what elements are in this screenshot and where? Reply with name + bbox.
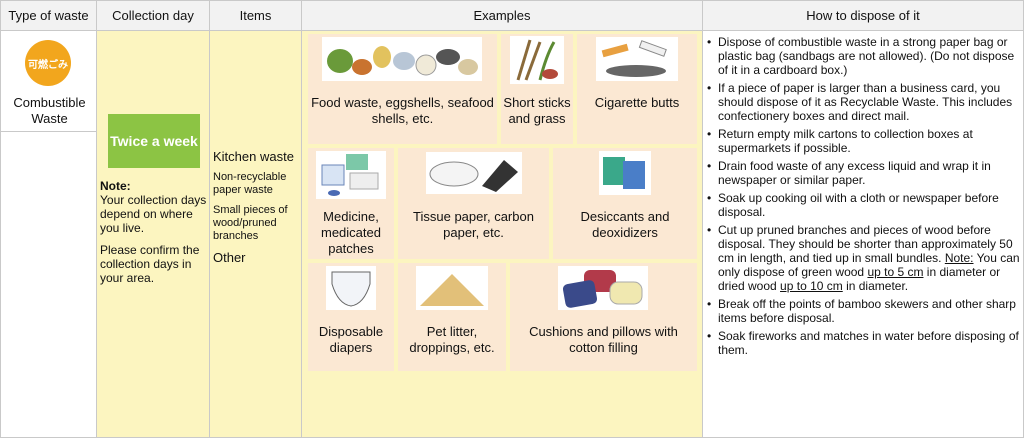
wood-text-a: Cut up pruned branches and pieces of woo… (718, 223, 1013, 265)
collection-day-column: Twice a week Note: Your collection days … (97, 31, 210, 438)
desiccants-icon (599, 151, 651, 195)
desiccants-label: Desiccants and deoxidizers (580, 209, 670, 240)
divider (1, 131, 97, 132)
combustible-badge: 可燃ごみ (25, 40, 71, 86)
cushion-icon (558, 266, 648, 310)
note-line-1: Your collection days depend on where you… (100, 193, 207, 235)
example-cigarette: Cigarette butts (577, 34, 697, 144)
note-line-2: Please confirm the collection days in yo… (100, 243, 200, 285)
wood-limit-green: up to 5 cm (867, 265, 924, 279)
sticks-icon (510, 36, 564, 84)
examples-column: Food waste, eggshells, seafood shells, e… (302, 31, 703, 438)
medicine-icon (316, 151, 386, 199)
waste-type-label: Combustible Waste (13, 95, 86, 126)
wood-text-d: in diameter. (842, 279, 909, 293)
collection-note: Note: Your collection days depend on whe… (100, 179, 208, 293)
example-diapers: Disposable diapers (308, 263, 394, 371)
wood-note: Note: (944, 251, 974, 265)
wood-text-b: You can only dispose of green wood (718, 251, 1020, 279)
sticks-label: Short sticks and grass (503, 95, 571, 126)
disposal-item: Soak up cooking oil with a cloth or news… (707, 191, 1021, 219)
header-type-of-waste: Type of waste (0, 0, 97, 31)
wood-limit-dried: up to 10 cm (780, 279, 843, 293)
type-column: 可燃ごみ Combustible Waste (0, 31, 97, 438)
cigarette-icon (596, 37, 678, 81)
example-tissue: Tissue paper, carbon paper, etc. (398, 148, 549, 259)
disposal-item-wood: Cut up pruned branches and pieces of woo… (707, 223, 1021, 293)
medicine-label: Medicine, medicated patches (321, 209, 381, 256)
header-how-to-dispose: How to dispose of it (703, 0, 1024, 31)
example-pet-litter: Pet litter, droppings, etc. (398, 263, 506, 371)
item-paper-waste: Non-recyclable paper waste (213, 171, 287, 196)
disposal-item: Break off the points of bamboo skewers a… (707, 297, 1021, 325)
how-to-dispose-column: Dispose of combustible waste in a strong… (703, 31, 1024, 438)
disposal-item: Dispose of combustible waste in a strong… (707, 35, 1021, 77)
cushions-label: Cushions and pillows with cotton filling (529, 324, 678, 355)
item-other: Other (213, 250, 246, 265)
disposal-item: Drain food waste of any excess liquid an… (707, 159, 1021, 187)
items-column: Kitchen waste Non-recyclable paper waste… (210, 31, 302, 438)
example-cushions: Cushions and pillows with cotton filling (510, 263, 697, 371)
item-kitchen-waste: Kitchen waste (213, 149, 294, 164)
example-medicine: Medicine, medicated patches (308, 148, 394, 259)
item-wood-branches: Small pieces of wood/pruned branches (213, 204, 288, 242)
frequency-badge: Twice a week (108, 114, 200, 168)
disposal-item: Return empty milk cartons to collection … (707, 127, 1021, 155)
diapers-label: Disposable diapers (318, 324, 384, 355)
example-desiccants: Desiccants and deoxidizers (553, 148, 697, 259)
header-examples: Examples (302, 0, 703, 31)
example-sticks: Short sticks and grass (501, 34, 573, 144)
food-waste-icon (322, 37, 482, 81)
pet-litter-icon (416, 266, 488, 310)
example-food-waste: Food waste, eggshells, seafood shells, e… (308, 34, 497, 144)
header-collection-day: Collection day (97, 0, 210, 31)
tissue-icon (426, 152, 522, 194)
pet-litter-label: Pet litter, droppings, etc. (409, 324, 495, 355)
header-items: Items (210, 0, 302, 31)
wood-text-c: in diameter or dried wood (718, 265, 1001, 293)
diaper-icon (326, 266, 376, 310)
disposal-item: If a piece of paper is larger than a bus… (707, 81, 1021, 123)
tissue-label: Tissue paper, carbon paper, etc. (413, 209, 534, 240)
disposal-list: Dispose of combustible waste in a strong… (707, 31, 1021, 357)
note-heading: Note: (100, 179, 131, 193)
frequency-label: Twice a week (110, 132, 198, 149)
food-waste-label: Food waste, eggshells, seafood shells, e… (311, 95, 494, 126)
cigarette-label: Cigarette butts (594, 95, 680, 110)
disposal-item: Soak fireworks and matches in water befo… (707, 329, 1021, 357)
